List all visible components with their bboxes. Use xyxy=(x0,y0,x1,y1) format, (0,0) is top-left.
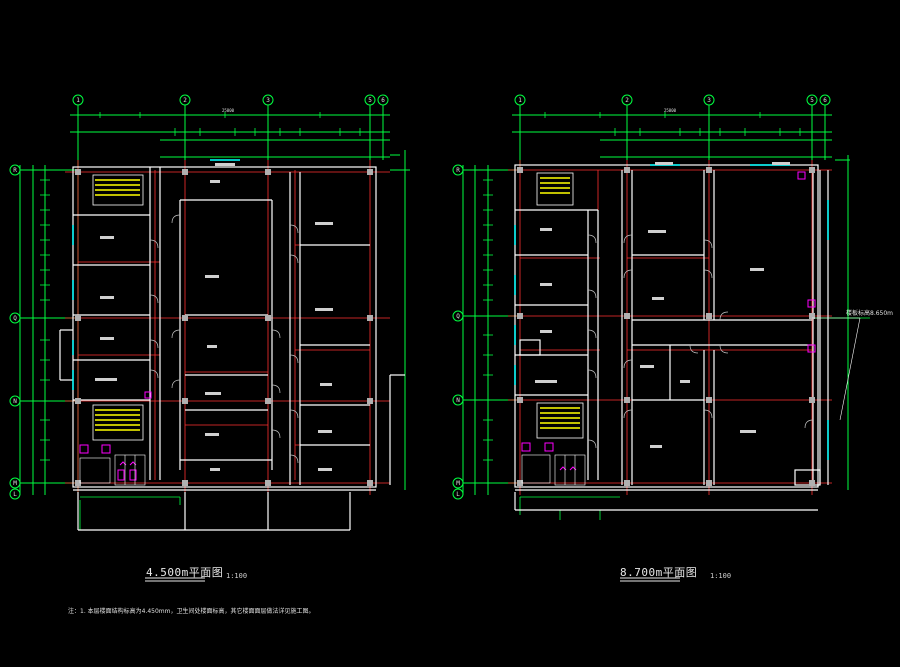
axis-label-L: L xyxy=(13,491,17,498)
elevation-callout: 楼板标高8.650m xyxy=(846,310,894,317)
axis-label-3: 3 xyxy=(266,97,270,104)
axis-label-R: R xyxy=(456,167,460,174)
axis-label-3: 3 xyxy=(707,97,711,104)
axis-label-M: M xyxy=(456,480,460,487)
axis-label-6: 6 xyxy=(823,97,827,104)
plan-scale-left: 1:100 xyxy=(226,572,248,580)
axis-label-2: 2 xyxy=(183,97,187,104)
axis-bubbles-top xyxy=(512,94,832,170)
stair-upper xyxy=(540,177,570,194)
plan-title-left: 4.500m平面图 xyxy=(146,566,224,579)
axis-label-1: 1 xyxy=(76,97,80,104)
columns xyxy=(517,167,815,486)
axis-label-L: L xyxy=(456,491,460,498)
doors xyxy=(587,234,814,449)
plan-title-right: 8.700m平面图 xyxy=(620,566,698,579)
floor-plan-8700: 1 2 3 5 6 25800 R Q N M L xyxy=(452,94,870,520)
plan-scale-right: 1:100 xyxy=(710,572,732,580)
windows xyxy=(72,159,240,390)
axis-bubbles-left xyxy=(9,150,410,500)
axis-label-N: N xyxy=(13,398,17,405)
axis-label-5: 5 xyxy=(368,97,372,104)
walls xyxy=(59,166,405,531)
columns xyxy=(75,169,373,486)
overall-dimension: 25800 xyxy=(664,108,677,113)
axis-label-M: M xyxy=(13,480,17,487)
axis-label-N: N xyxy=(456,397,460,404)
axis-label-R: R xyxy=(13,167,17,174)
axis-label-5: 5 xyxy=(810,97,814,104)
stair-lower xyxy=(540,407,580,429)
axis-label-6: 6 xyxy=(381,97,385,104)
walls xyxy=(514,164,829,511)
general-note: 注：1. 本层楼面结构标高为4.450mm，卫生间处楼面标高，其它楼面面层做法详… xyxy=(68,608,315,615)
axis-label-Q: Q xyxy=(456,313,460,320)
floor-plan-4500: 1 2 3 5 6 25800 R Q N M L xyxy=(9,94,410,531)
axis-label-Q: Q xyxy=(13,315,17,322)
axis-bubbles-top xyxy=(70,94,390,500)
axis-label-2: 2 xyxy=(625,97,629,104)
stair-upper xyxy=(95,179,140,196)
stair-lower xyxy=(95,409,140,431)
overall-dimension: 25800 xyxy=(222,108,235,113)
doors xyxy=(149,214,299,464)
axis-label-1: 1 xyxy=(518,97,522,104)
